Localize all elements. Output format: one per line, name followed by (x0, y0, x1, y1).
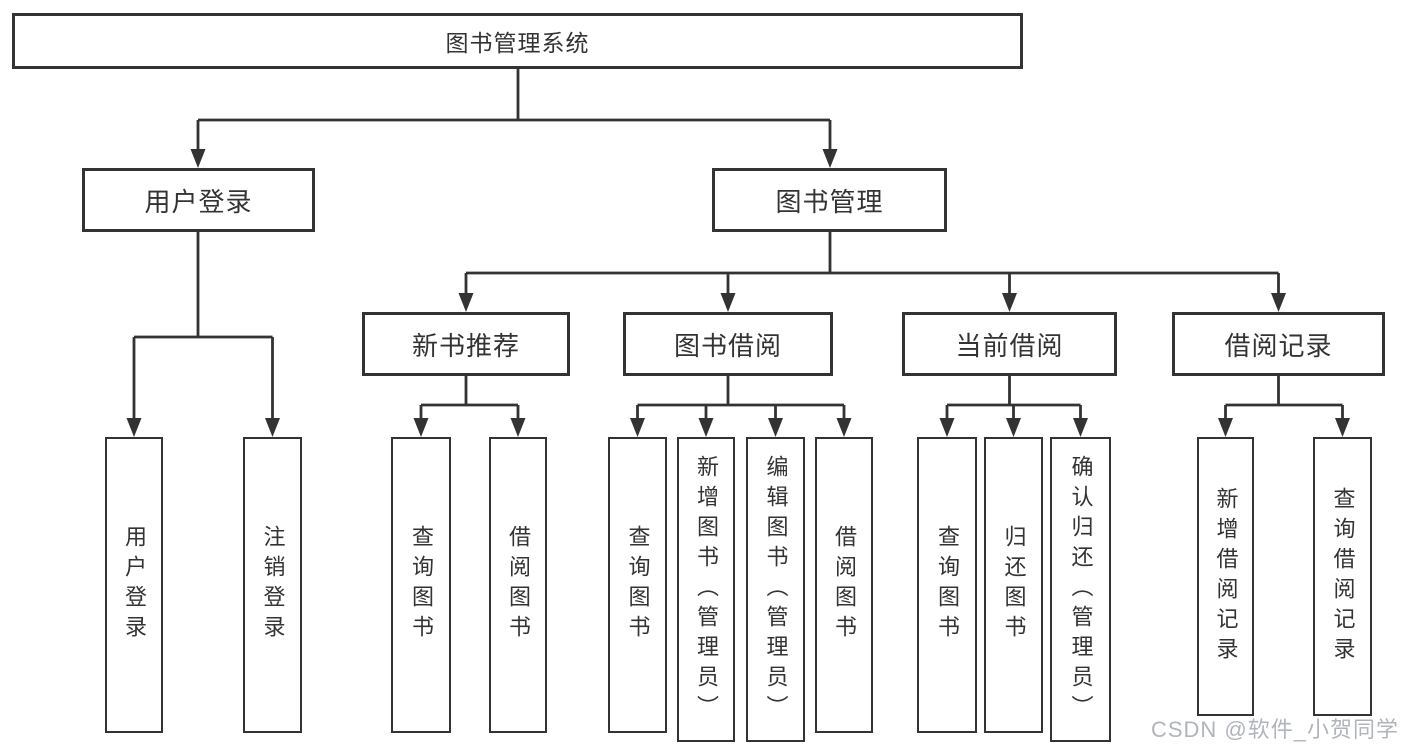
node-book-management-label: 图书管理 (775, 186, 884, 217)
leaf-add-borrow-record-label: 新增借阅记录 (1213, 486, 1239, 667)
csdn-watermark: CSDN @软件_小贺同学 (1150, 717, 1399, 742)
node-current-borrowing-label: 当前借阅 (955, 330, 1064, 361)
leaf-query-borrow-record: 查询借阅记录 (1313, 437, 1372, 716)
leaf-add-borrow-record: 新增借阅记录 (1197, 437, 1254, 716)
node-user-login-label: 用户登录 (144, 186, 253, 217)
leaf-logout-label: 注销登录 (260, 525, 286, 645)
leaf-edit-book-admin: 编辑图书（管理员） (746, 437, 805, 742)
leaf-query-borrow-record-label: 查询借阅记录 (1330, 486, 1356, 667)
leaf-query-books-3-label: 查询图书 (935, 525, 960, 645)
leaf-query-books-2: 查询图书 (608, 437, 667, 733)
leaf-logout: 注销登录 (243, 437, 302, 733)
node-root-system: 图书管理系统 (12, 13, 1023, 69)
leaf-confirm-return-admin: 确认归还（管理员） (1050, 437, 1111, 742)
node-new-book-recommend: 新书推荐 (362, 312, 570, 376)
leaf-add-book-admin: 新增图书（管理员） (677, 437, 735, 742)
leaf-query-books-3: 查询图书 (917, 437, 977, 733)
node-borrowing-records: 借阅记录 (1172, 312, 1385, 376)
leaf-query-books-1-label: 查询图书 (409, 525, 434, 645)
node-book-borrowing: 图书借阅 (623, 312, 833, 376)
node-new-book-recommend-label: 新书推荐 (411, 330, 520, 361)
leaf-borrow-books-1: 借阅图书 (489, 437, 547, 733)
leaf-return-book-label: 归还图书 (1001, 525, 1027, 645)
node-borrowing-records-label: 借阅记录 (1224, 330, 1333, 361)
leaf-borrow-books-1-label: 借阅图书 (506, 525, 531, 645)
node-book-borrowing-label: 图书借阅 (673, 330, 782, 361)
node-root-label: 图书管理系统 (445, 30, 590, 56)
leaf-edit-book-admin-label: 编辑图书（管理员） (763, 454, 789, 725)
leaf-user-login: 用户登录 (105, 437, 163, 733)
leaf-borrow-books-2-label: 借阅图书 (832, 525, 857, 645)
leaf-user-login-label: 用户登录 (122, 525, 147, 645)
node-current-borrowing: 当前借阅 (902, 312, 1117, 376)
leaf-borrow-books-2: 借阅图书 (815, 437, 873, 733)
leaf-confirm-return-admin-label: 确认归还（管理员） (1068, 454, 1094, 725)
node-book-management-module: 图书管理 (712, 168, 947, 232)
leaf-add-book-admin-label: 新增图书（管理员） (694, 454, 719, 725)
leaf-query-books-2-label: 查询图书 (625, 525, 651, 645)
leaf-return-book: 归还图书 (984, 437, 1043, 733)
node-user-login-module: 用户登录 (82, 168, 315, 232)
leaf-query-books-1: 查询图书 (391, 437, 451, 733)
